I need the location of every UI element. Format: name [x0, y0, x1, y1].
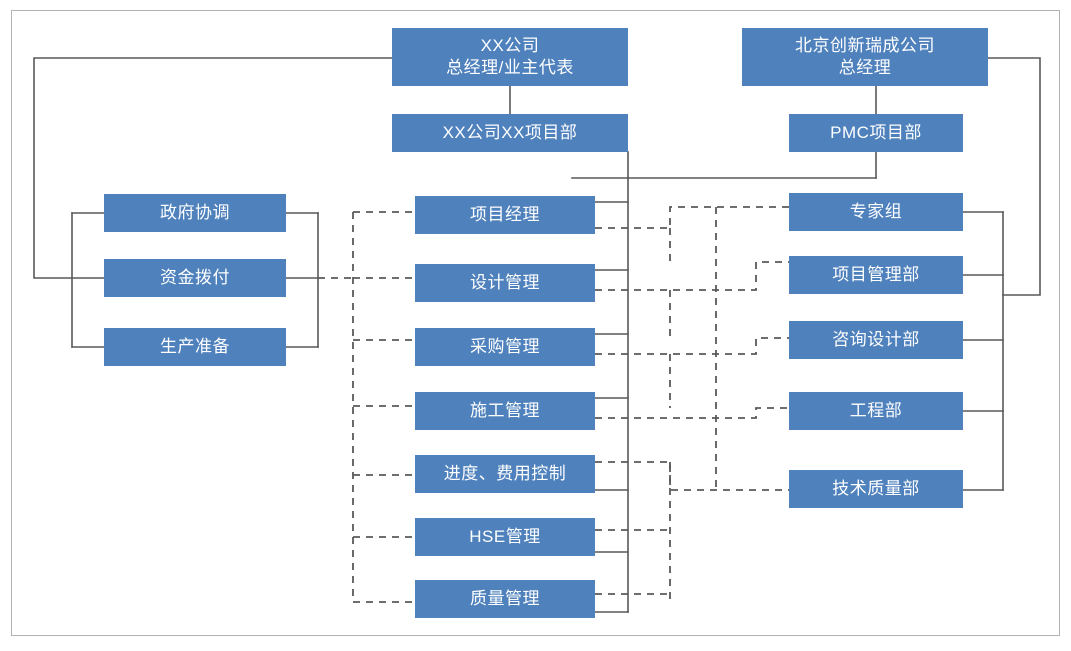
- node-expert-group[interactable]: 专家组: [789, 193, 963, 231]
- dash-procure-to-consult: [595, 337, 789, 355]
- node-tech-quality-dept[interactable]: 技术质量部: [789, 470, 963, 508]
- node-owner-project-dept[interactable]: XX公司XX项目部: [392, 114, 628, 152]
- dash-construct-to-engineering: [595, 407, 789, 419]
- node-fund-allocation[interactable]: 资金拨付: [104, 259, 286, 297]
- node-owner-gm[interactable]: XX公司 总经理/业主代表: [392, 28, 628, 86]
- line-pmcgm-to-right-group: [987, 57, 1041, 296]
- node-procurement-management[interactable]: 采购管理: [415, 328, 595, 366]
- diagram-frame-border: [11, 10, 1060, 636]
- node-design-management[interactable]: 设计管理: [415, 264, 595, 302]
- node-quality-management[interactable]: 质量管理: [415, 580, 595, 618]
- node-pmc-gm[interactable]: 北京创新瑞成公司 总经理: [742, 28, 988, 86]
- node-hse-management[interactable]: HSE管理: [415, 518, 595, 556]
- node-gov-coordination[interactable]: 政府协调: [104, 194, 286, 232]
- node-production-prep[interactable]: 生产准备: [104, 328, 286, 366]
- node-project-manager[interactable]: 项目经理: [415, 196, 595, 234]
- node-construction-management[interactable]: 施工管理: [415, 392, 595, 430]
- line-ownergm-to-left-group: [33, 57, 393, 279]
- node-consulting-design-dept[interactable]: 咨询设计部: [789, 321, 963, 359]
- dash-design-to-pmdept: [595, 261, 789, 291]
- dash-schedule-to-techquality: [595, 461, 789, 491]
- node-schedule-cost-control[interactable]: 进度、费用控制: [415, 455, 595, 493]
- node-project-management-dept[interactable]: 项目管理部: [789, 256, 963, 294]
- node-pmc-project-dept[interactable]: PMC项目部: [789, 114, 963, 152]
- node-engineering-dept[interactable]: 工程部: [789, 392, 963, 430]
